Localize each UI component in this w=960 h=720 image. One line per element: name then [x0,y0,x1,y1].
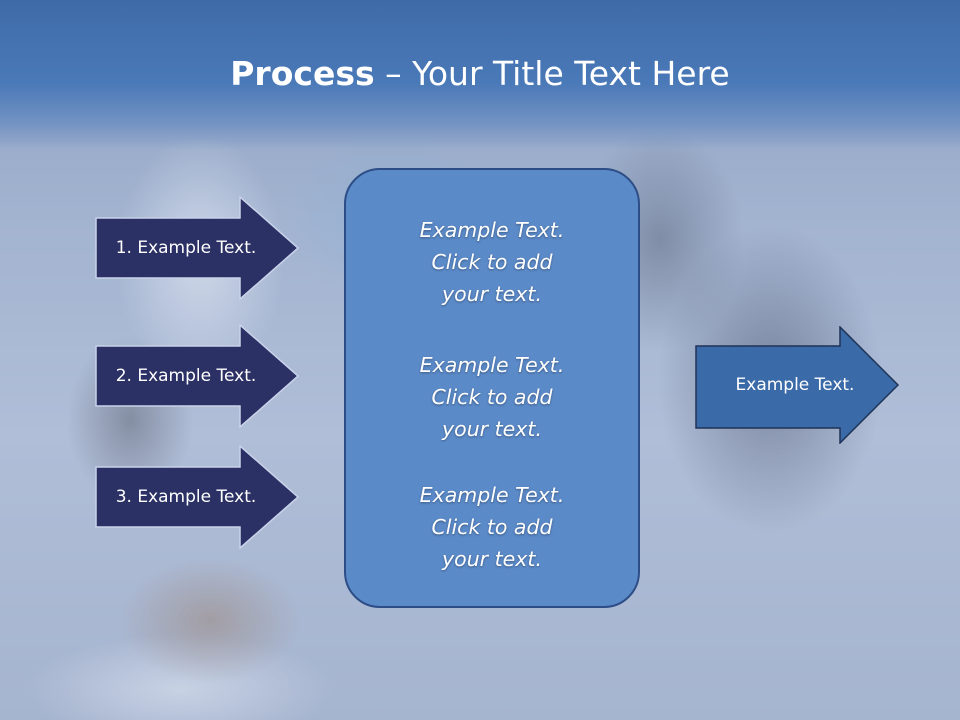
block-line: your text. [442,547,542,571]
center-text-box[interactable]: Example Text. Click to add your text. Ex… [344,168,640,608]
slide-title[interactable]: Process – Your Title Text Here [0,52,960,96]
step-arrow-3[interactable]: 3. Example Text. [95,445,300,549]
title-bar [0,0,960,150]
step-arrow-1[interactable]: 1. Example Text. [95,196,300,300]
block-line: Click to add [431,250,553,274]
arrow-shape-icon [695,326,900,444]
arrow-shape-icon [95,196,300,300]
text-block-3[interactable]: Example Text. Click to add your text. [346,479,638,575]
text-block-1[interactable]: Example Text. Click to add your text. [346,214,638,310]
result-arrow-label: Example Text. [735,375,855,395]
step-arrow-label: 2. Example Text. [115,366,257,386]
block-line: Click to add [431,385,553,409]
block-line: Example Text. [419,218,565,242]
arrow-shape-icon [95,324,300,428]
step-arrow-2[interactable]: 2. Example Text. [95,324,300,428]
block-line: Example Text. [419,483,565,507]
title-rest: – Your Title Text Here [374,54,730,93]
result-arrow[interactable]: Example Text. [695,326,900,444]
step-arrow-label: 1. Example Text. [115,238,257,258]
block-line: your text. [442,417,542,441]
arrow-shape-icon [95,445,300,549]
title-bold: Process [230,54,375,93]
text-block-2[interactable]: Example Text. Click to add your text. [346,349,638,445]
block-line: Click to add [431,515,553,539]
block-line: Example Text. [419,353,565,377]
block-line: your text. [442,282,542,306]
step-arrow-label: 3. Example Text. [115,487,257,507]
